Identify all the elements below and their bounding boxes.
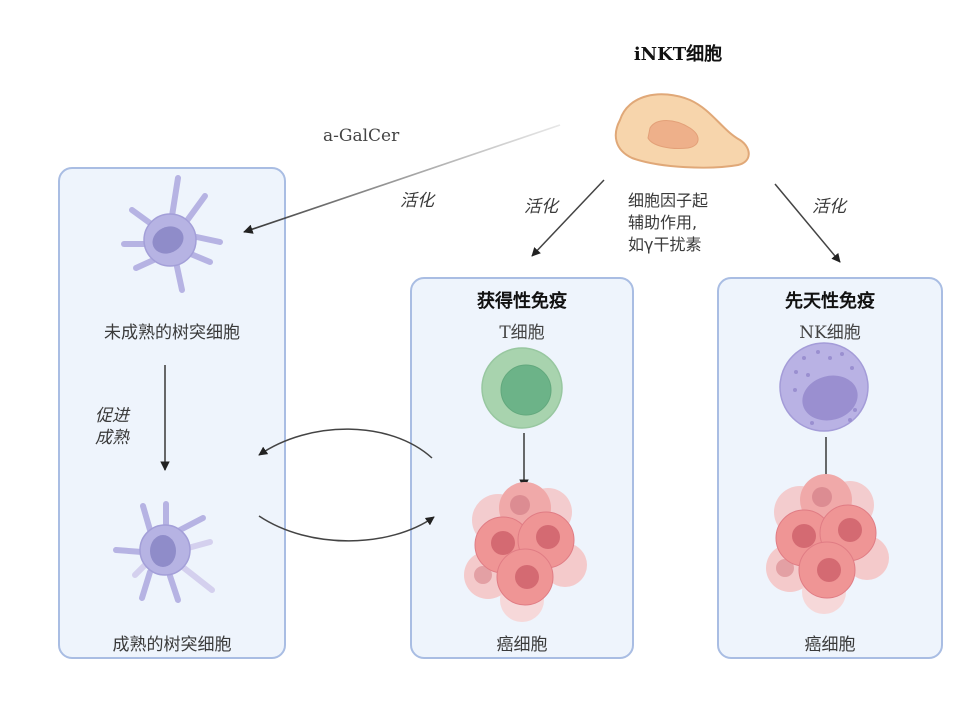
inkt-cell-title: iNKT细胞 xyxy=(633,44,723,65)
tcell-label: T细胞 xyxy=(499,323,545,343)
cancer-cells-innate-icon xyxy=(766,474,889,614)
promote-maturation-label: 促进 成熟 xyxy=(95,405,129,449)
arrow-inkt-to-dc xyxy=(243,124,561,234)
nkcell-label: NK细胞 xyxy=(799,323,861,343)
arrow-tcell-to-dc xyxy=(258,428,433,459)
arrow-inkt-to-tcell xyxy=(531,179,605,257)
t-cell-icon xyxy=(481,347,563,429)
promote-maturation-line: 成熟 xyxy=(95,428,129,448)
cancer-cells-adaptive-icon xyxy=(464,482,587,622)
adaptive-cancer-label: 癌细胞 xyxy=(496,635,548,655)
activate-nkcell-label: 活化 xyxy=(812,197,846,217)
cytokine-note-line: 辅助作用, xyxy=(628,213,698,232)
innate-cancer-label: 癌细胞 xyxy=(804,635,856,655)
promote-maturation-line: 促进 xyxy=(95,406,129,426)
arrow-inkt-to-nkcell xyxy=(774,183,841,263)
adaptive-immunity-title: 获得性免疫 xyxy=(477,291,567,312)
cytokine-note-line: 细胞因子起 xyxy=(628,191,709,210)
cytokine-note-line: 如γ干扰素 xyxy=(628,235,702,254)
activate-tcell-label: 活化 xyxy=(524,197,558,217)
immature-dc-label: 未成熟的树突细胞 xyxy=(104,323,240,343)
activate-dc-label: 活化 xyxy=(400,191,434,211)
innate-immunity-title: 先天性免疫 xyxy=(785,291,875,312)
inkt-cell-icon xyxy=(614,93,750,169)
mature-dc-label: 成熟的树突细胞 xyxy=(112,635,232,655)
arrow-dc-to-tcell xyxy=(258,515,435,542)
innate-immunity-panel xyxy=(717,277,943,659)
mature-dendritic-cell-icon xyxy=(113,501,215,603)
nk-cell-icon xyxy=(779,342,869,432)
cytokine-note: 细胞因子起 辅助作用, 如γ干扰素 xyxy=(628,190,708,256)
agalcer-label: a-GalCer xyxy=(323,126,400,146)
